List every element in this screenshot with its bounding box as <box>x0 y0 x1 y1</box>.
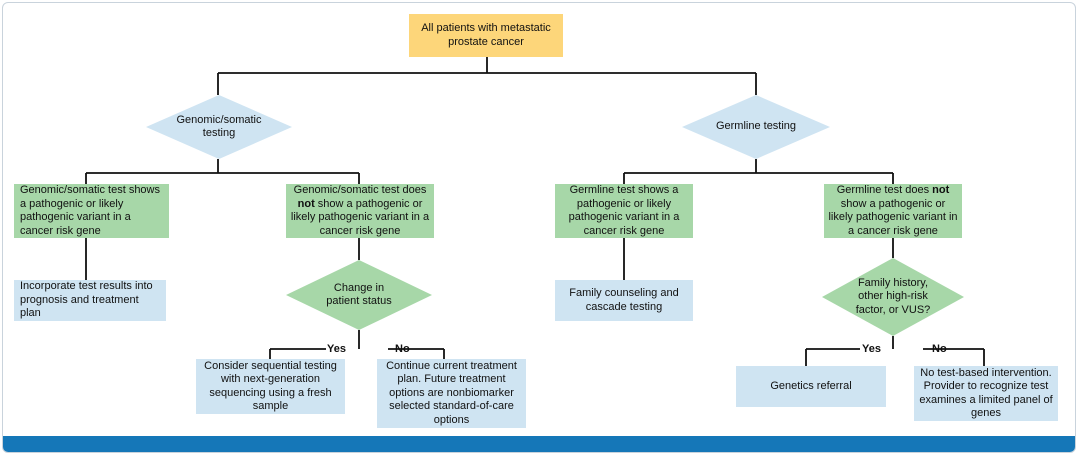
no-label-right: No <box>932 343 947 355</box>
change-status-decision: Change in patient status <box>286 260 432 330</box>
continue-plan-label: Continue current treatment plan. Future … <box>386 359 517 426</box>
incorporate-results-label: Incorporate test results into prognosis … <box>20 280 153 320</box>
genomic-negative-box: Genomic/somatic test does not show a pat… <box>286 184 434 238</box>
incorporate-results-box: Incorporate test results into prognosis … <box>14 280 166 321</box>
start-label: All patients with metastatic prostate ca… <box>421 22 551 48</box>
continue-plan-box: Continue current treatment plan. Future … <box>377 359 526 428</box>
family-history-label: Family history, other high-risk factor, … <box>855 276 931 316</box>
genetics-referral-box: Genetics referral <box>736 366 886 407</box>
germline-positive-label: Germline test shows a pathogenic or like… <box>568 184 680 237</box>
germline-testing-label: Germline testing <box>715 120 797 133</box>
footer-bar <box>3 436 1075 452</box>
genetics-referral-label: Genetics referral <box>770 379 852 392</box>
sequential-testing-box: Consider sequential testing with next-ge… <box>196 359 345 414</box>
sequential-testing-label: Consider sequential testing with next-ge… <box>204 359 337 413</box>
no-intervention-label: No test-based intervention. Provider to … <box>919 366 1053 420</box>
germline-testing-decision: Germline testing <box>682 95 830 159</box>
no-intervention-box: No test-based intervention. Provider to … <box>914 366 1058 421</box>
genomic-negative-label: Genomic/somatic test does not show a pat… <box>290 184 430 237</box>
germline-negative-box: Germline test does not show a pathogenic… <box>824 184 962 238</box>
no-label-left: No <box>395 343 410 355</box>
genomic-testing-label: Genomic/somatic testing <box>176 113 262 140</box>
yes-label-right: Yes <box>862 343 881 355</box>
start-box: All patients with metastatic prostate ca… <box>409 14 563 57</box>
family-history-decision: Family history, other high-risk factor, … <box>822 258 964 336</box>
family-counseling-label: Family counseling and cascade testing <box>569 287 679 313</box>
yes-label-left: Yes <box>327 343 346 355</box>
germline-positive-box: Germline test shows a pathogenic or like… <box>555 184 693 238</box>
genomic-positive-label: Genomic/somatic test shows a pathogenic … <box>20 184 160 237</box>
change-status-label: Change in patient status <box>326 281 392 308</box>
genomic-testing-decision: Genomic/somatic testing <box>146 95 292 159</box>
family-counseling-box: Family counseling and cascade testing <box>555 280 693 321</box>
genomic-positive-box: Genomic/somatic test shows a pathogenic … <box>14 184 169 238</box>
connector-lines <box>85 57 985 366</box>
germline-negative-label: Germline test does not show a pathogenic… <box>828 184 958 237</box>
